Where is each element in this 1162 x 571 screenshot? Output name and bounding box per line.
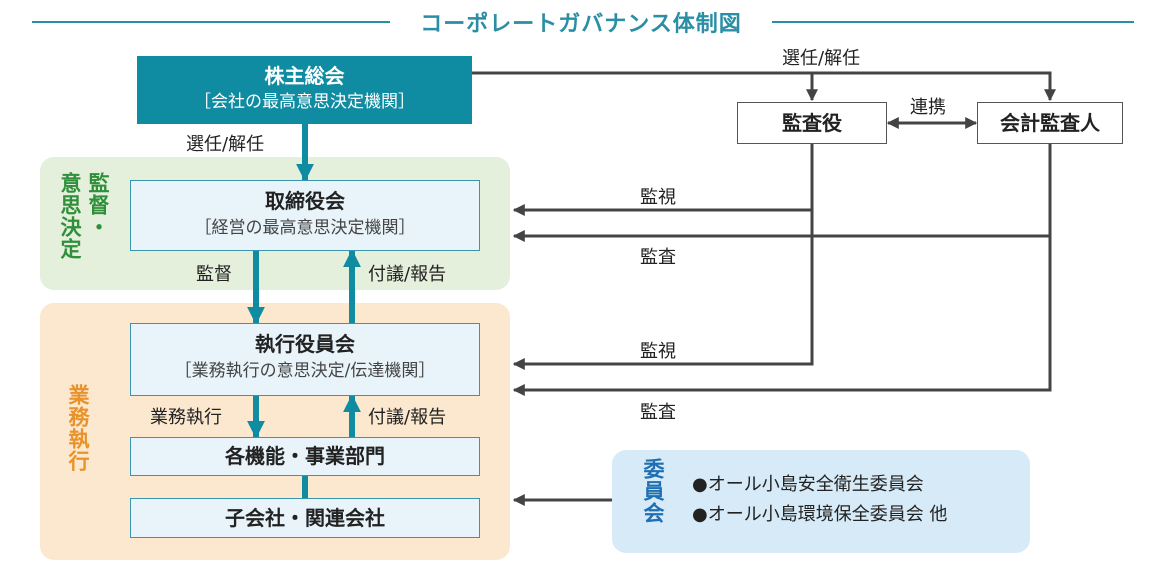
subsidiaries-title: 子会社・関連会社 [225,506,385,530]
title-rule-right [772,21,1134,23]
audit-label-exec: 監査 [640,402,676,423]
elect-dismiss-label-board: 選任/解任 [186,134,265,155]
shareholders-meeting-subtitle: ［会社の最高意思決定機関］ [194,92,415,112]
elect-dismiss-label-top: 選任/解任 [782,48,861,69]
auditor-box: 監査役 [737,102,887,144]
board-of-directors-subtitle: ［経営の最高意思決定機関］ [194,218,416,238]
board-of-directors-box: 取締役会 ［経営の最高意思決定機関］ [130,180,480,251]
monitor-label-board: 監視 [640,187,676,208]
title-rule-left [32,21,390,23]
committee-zone-label: 委員会 [641,458,665,524]
report-label-exec: 付議/報告 [368,407,447,428]
cooperation-label: 連携 [910,97,946,118]
committee-item: ●オール小島環境保全委員会 他 [692,504,948,525]
accounting-auditor-box: 会計監査人 [977,102,1123,144]
shareholders-meeting-box: 株主総会 ［会社の最高意思決定機関］ [137,56,472,124]
board-of-directors-title: 取締役会 [265,189,345,213]
supervision-zone-label-col2: 意思決定 [58,172,82,260]
audit-line-board [512,144,1052,242]
diagram-title: コーポレートガバナンス体制図 [420,12,742,37]
executive-committee-subtitle: ［業務執行の意思決定/伝達機関］ [174,361,436,381]
elect-line-top [472,71,1056,102]
divisions-title: 各機能・事業部門 [225,444,385,468]
report-label-board: 付議/報告 [368,264,447,285]
execution-zone-label: 業務執行 [66,384,90,472]
monitor-line-exec [512,210,814,370]
audit-label-board: 監査 [640,247,676,268]
monitor-label-exec: 監視 [640,341,676,362]
audit-line-exec [512,236,1052,396]
executive-committee-box: 執行役員会 ［業務執行の意思決定/伝達機関］ [130,323,480,396]
accounting-auditor-title: 会計監査人 [1000,111,1100,135]
divisions-box: 各機能・事業部門 [130,437,480,476]
auditor-title: 監査役 [782,111,842,135]
committee-item: ●オール小島安全衛生委員会 [692,474,924,495]
committee-list: ●オール小島安全衛生委員会 ●オール小島環境保全委員会 他 [692,470,947,530]
subsidiaries-box: 子会社・関連会社 [130,498,480,538]
shareholders-meeting-title: 株主総会 [264,64,345,88]
supervise-label: 監督 [196,264,232,285]
executive-committee-title: 執行役員会 [255,332,355,356]
committee-zone [612,450,1030,553]
execute-label: 業務執行 [150,407,222,428]
supervision-zone-label-col1: 監督・ [86,172,110,238]
